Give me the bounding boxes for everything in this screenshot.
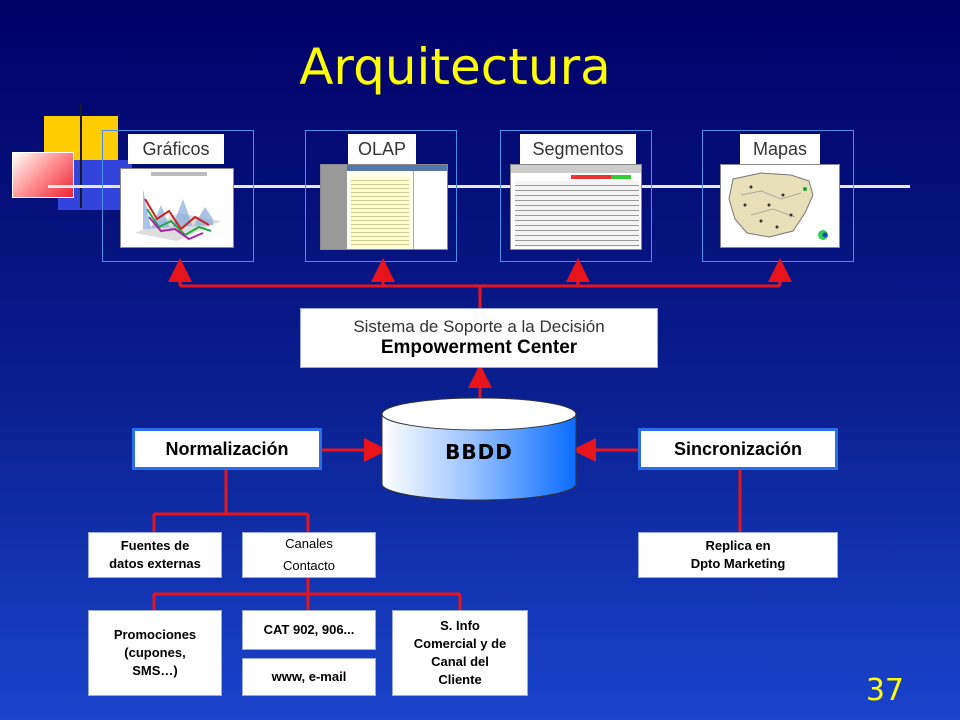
dss-line2: Empowerment Center (380, 337, 578, 358)
fuentes-line1: Fuentes de (120, 538, 190, 553)
cat-box: CAT 902, 906... (242, 610, 376, 650)
slide-title: Arquitectura (299, 38, 611, 96)
canales-line1: Canales (285, 536, 333, 551)
dss-box: Sistema de Soporte a la Decisión Empower… (300, 308, 658, 368)
sinfo-line3: Canal del (431, 654, 489, 669)
tab-graficos[interactable]: Gráficos (128, 134, 224, 164)
sinfo-line2: Comercial y de (413, 636, 507, 651)
olap-thumbnail (320, 164, 448, 250)
promociones-line1: Promociones (113, 627, 197, 642)
fuentes-line2: datos externas (109, 556, 201, 571)
fuentes-box: Fuentes de datos externas (88, 532, 222, 578)
database-label: BBDD (445, 440, 513, 464)
promociones-line2: (cupones, (124, 645, 186, 660)
tab-mapas[interactable]: Mapas (740, 134, 820, 164)
decor-horizontal-line (48, 185, 910, 188)
sinfo-box: S. Info Comercial y de Canal del Cliente (392, 610, 528, 696)
canales-box: Canales Contacto (242, 532, 376, 578)
dss-line1: Sistema de Soporte a la Decisión (353, 317, 605, 336)
sinfo-line1: S. Info (440, 618, 480, 633)
replica-box: Replica en Dpto Marketing (638, 532, 838, 578)
canales-line2: Contacto (282, 558, 336, 573)
sinfo-line4: Cliente (438, 672, 482, 687)
sincronizacion-box: Sincronización (638, 428, 838, 470)
tab-segmentos[interactable]: Segmentos (520, 134, 636, 164)
page-number: 37 (865, 673, 904, 708)
replica-line1: Replica en (705, 538, 771, 553)
graficos-thumbnail (120, 168, 234, 248)
replica-line2: Dpto Marketing (690, 556, 786, 571)
decor-vertical-line (80, 104, 82, 208)
promociones-box: Promociones (cupones, SMS…) (88, 610, 222, 696)
normalizacion-box: Normalización (132, 428, 322, 470)
tab-olap[interactable]: OLAP (348, 134, 416, 164)
decor-red-square (12, 152, 74, 198)
mapas-thumbnail (720, 164, 840, 248)
www-box: www, e-mail (242, 658, 376, 696)
segmentos-thumbnail (510, 164, 642, 250)
promociones-line3: SMS…) (132, 663, 178, 678)
